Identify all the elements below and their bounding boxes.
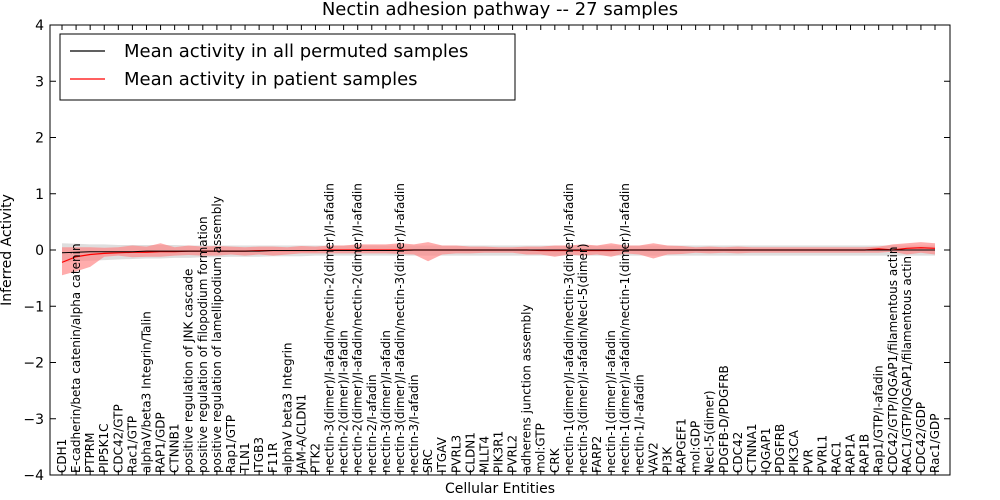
- x-tick-label: CDC42/GDP: [914, 402, 928, 473]
- y-tick-label: −2: [23, 356, 44, 372]
- x-tick-label: RAPGEF1: [675, 418, 689, 473]
- series-lines: [61, 247, 936, 263]
- x-tick-label: nectin-1/I-afadin: [632, 374, 646, 473]
- x-tick-label: alphaV beta3 Integrin: [280, 342, 294, 473]
- x-tick-label: VAV2: [646, 442, 660, 473]
- x-tick-label: nectin-1(dimer)/I-afadin/nectin-3(dimer)…: [562, 183, 576, 473]
- x-tick-label: IQGAP1: [759, 428, 773, 473]
- x-tick-label: RAC1/GTP/IQGAP1/filamentous actin: [900, 256, 914, 473]
- legend: Mean activity in all permuted samplesMea…: [59, 33, 516, 101]
- x-tick-label: PTPRM: [83, 433, 97, 474]
- x-tick-label: nectin-1(dimer)/I-afadin: [604, 330, 618, 473]
- x-tick-label: FARP2: [590, 436, 604, 473]
- chart-title: Nectin adhesion pathway -- 27 samples: [322, 0, 678, 20]
- x-tick-label: mol:GDP: [689, 421, 703, 473]
- legend-box: [59, 33, 516, 101]
- x-tick-label: JAM-A/CLDN1: [294, 394, 308, 474]
- x-tick-label: nectin-3/I-afadin: [407, 374, 421, 473]
- x-tick-label: PVRL3: [449, 435, 463, 473]
- y-tick-label: 4: [35, 18, 44, 34]
- x-tick-label: CDH1: [55, 439, 69, 473]
- x-tick-label: PI3K: [660, 446, 674, 473]
- x-tick-label: nectin-2(dimer)/I-afadin/nectin-2(dimer)…: [351, 183, 365, 473]
- x-tick-label: CDC42: [731, 432, 745, 473]
- x-tick-label: positive regulation of JNK cascade: [182, 269, 196, 473]
- x-tick-label: RAP1B: [858, 434, 872, 473]
- x-tick-label: Rac1/GDP: [928, 414, 942, 473]
- x-tick-label: RAP1/GDP: [154, 412, 168, 473]
- x-tick-label: RAP1A: [844, 433, 858, 473]
- x-tick-label: PIP5K1C: [97, 423, 111, 473]
- x-tick-label: Rac1/GTP: [125, 416, 139, 473]
- x-tick-label: Necl-5(dimer): [703, 390, 717, 473]
- x-tick-label: PTK2: [308, 443, 322, 473]
- x-tick-label: CDC42/GTP: [111, 404, 125, 473]
- x-tick-label: nectin-3(dimer)/I-afadin/nectin-3(dimer)…: [393, 183, 407, 473]
- x-tick-label: nectin-3(dimer)/I-afadin/Necl-5(dimer): [576, 243, 590, 473]
- x-tick-label: CRK: [548, 447, 562, 473]
- x-tick-label: PIK3CA: [787, 429, 801, 473]
- x-tick-label: CTNNB1: [168, 423, 182, 473]
- x-tick-label: PIK3R1: [492, 431, 506, 473]
- line-series-0: [61, 249, 935, 254]
- y-axis: −4 −3 −2 −1 0 1 2 3 4: [23, 18, 950, 484]
- x-tick-label: nectin-2(dimer)/I-afadin: [337, 330, 351, 473]
- x-tick-label: SRC: [421, 449, 435, 473]
- x-tick-label: PDGFB-D/PDGFRB: [717, 365, 731, 473]
- x-tick-label: alphaV/beta3 Integrin/Talin: [139, 311, 153, 473]
- y-axis-label: Inferred Activity: [0, 194, 15, 306]
- x-tick-label: adherens junction assembly: [520, 304, 534, 473]
- x-tick-label: nectin-1(dimer)/I-afadin/nectin-1(dimer)…: [618, 183, 632, 473]
- x-tick-label: Rap1/GTP/I-afadin: [872, 365, 886, 473]
- x-tick-label: PDGFRB: [773, 424, 787, 473]
- x-tick-label: Rap1/GTP: [224, 415, 238, 473]
- x-tick-label: nectin-3(dimer)/I-afadin: [379, 330, 393, 473]
- x-tick-label: mol:GTP: [534, 423, 548, 473]
- x-tick-label: MLLT4: [477, 436, 491, 473]
- x-tick-label: PVRL2: [506, 435, 520, 473]
- x-tick-label: positive regulation of filopodium format…: [196, 216, 210, 473]
- x-tick-label: ITGAV: [435, 436, 449, 473]
- legend-label: Mean activity in patient samples: [124, 69, 418, 90]
- x-tick-label: nectin-3(dimer)/I-afadin/nectin-2(dimer)…: [323, 183, 337, 473]
- x-tick-label: TLN1: [238, 442, 252, 474]
- x-tick-label: PVRL1: [815, 435, 829, 473]
- legend-label: Mean activity in all permuted samples: [124, 41, 468, 62]
- x-tick-label: PVR: [801, 449, 815, 473]
- x-tick-label: CTNNA1: [745, 423, 759, 473]
- y-tick-label: −3: [23, 412, 44, 428]
- x-tick-label: E-cadherin/beta catenin/alpha catenin: [69, 243, 83, 473]
- y-tick-label: 3: [35, 74, 44, 90]
- x-tick-label: nectin-2/I-afadin: [365, 374, 379, 473]
- x-tick-label: ITGB3: [252, 437, 266, 473]
- y-tick-label: 1: [35, 187, 44, 203]
- y-tick-label: 2: [35, 131, 44, 147]
- x-tick-label: CLDN1: [463, 432, 477, 473]
- x-tick-label: F11R: [266, 442, 280, 473]
- x-tick-label: RAC1: [829, 441, 843, 473]
- y-tick-label: −1: [23, 299, 44, 315]
- y-tick-label: −4: [23, 468, 44, 484]
- y-tick-label: 0: [35, 243, 44, 259]
- x-axis-label: Cellular Entities: [445, 481, 555, 497]
- x-tick-label: positive regulation of lamellipodium ass…: [210, 196, 224, 473]
- x-tick-label: CDC42/GTP/IQGAP1/filamentous actin: [886, 247, 900, 473]
